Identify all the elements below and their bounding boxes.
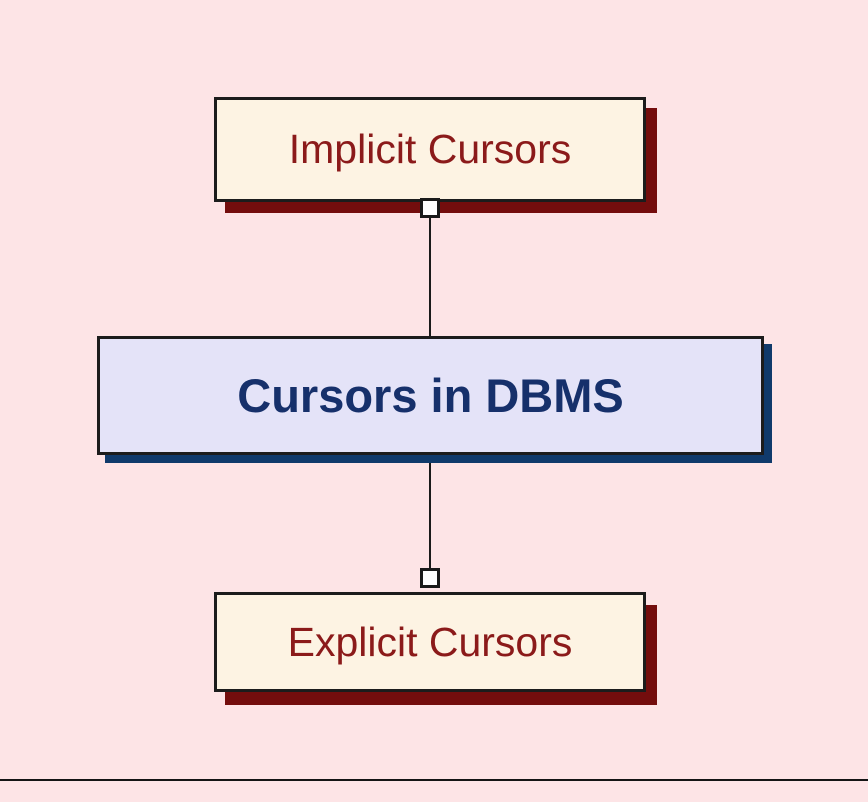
connector-line-implicit-to-root xyxy=(429,208,431,348)
explicit-cursors-label: Explicit Cursors xyxy=(287,618,573,665)
implicit-cursors-box[interactable]: Implicit Cursors xyxy=(214,97,646,202)
cursors-in-dbms-box[interactable]: Cursors in DBMS xyxy=(97,336,764,455)
connector-node-explicit[interactable] xyxy=(420,568,440,588)
cursors-in-dbms-label: Cursors in DBMS xyxy=(237,369,624,422)
connector-node-implicit[interactable] xyxy=(420,198,440,218)
bottom-divider-rule xyxy=(0,779,868,781)
connector-line-root-to-explicit xyxy=(429,452,431,586)
explicit-cursors-box[interactable]: Explicit Cursors xyxy=(214,592,646,692)
implicit-cursors-label: Implicit Cursors xyxy=(288,126,572,172)
